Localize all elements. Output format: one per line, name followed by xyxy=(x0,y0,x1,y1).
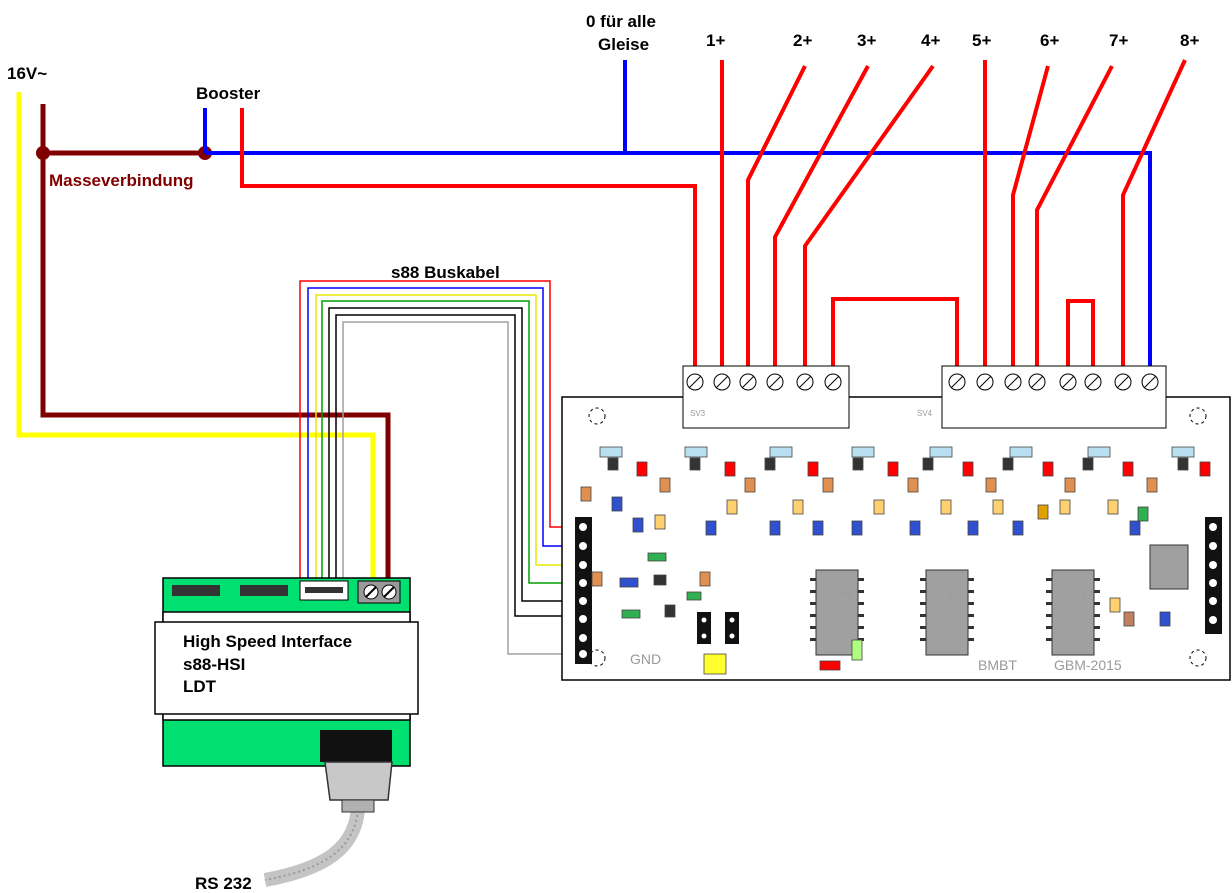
terminal-block-left xyxy=(682,365,850,429)
interface-model: s88-HSI xyxy=(183,655,245,674)
svg-text:IC2: IC2 xyxy=(840,590,853,599)
svg-text:SV4: SV4 xyxy=(917,409,933,418)
interface-box xyxy=(154,577,419,767)
s88-bus-cable xyxy=(299,280,575,655)
jumper-block-2 xyxy=(725,612,739,644)
board-maker: BMBT xyxy=(978,657,1017,673)
track-4-wire xyxy=(803,64,935,370)
ic-3 xyxy=(1051,569,1095,656)
ground-link-label: Masseverbindung xyxy=(49,171,194,190)
jumper-left xyxy=(831,297,959,370)
connector-strip-2 xyxy=(240,585,288,596)
interface-maker: LDT xyxy=(183,677,217,696)
track-label-5: 5+ xyxy=(972,31,991,50)
bus-cable-label: s88 Buskabel xyxy=(391,263,500,282)
track-3-wire xyxy=(773,65,870,370)
track-label-6: 6+ xyxy=(1040,31,1059,50)
zero-label-line1: 0 für alle xyxy=(586,12,656,31)
svg-text:IC3: IC3 xyxy=(1073,590,1086,599)
track-label-8: 8+ xyxy=(1180,31,1199,50)
zero-label-line2: Gleise xyxy=(598,35,649,54)
track-7-wire xyxy=(1035,65,1114,370)
ic-4 xyxy=(1149,544,1189,590)
track-label-7: 7+ xyxy=(1109,31,1128,50)
track-6-wire xyxy=(1011,65,1050,370)
common-zero-wire xyxy=(205,151,1152,370)
track-label-4: 4+ xyxy=(921,31,940,50)
jumper-right xyxy=(1066,299,1095,370)
svg-text:IC1: IC1 xyxy=(950,590,963,599)
ic-1 xyxy=(815,569,859,656)
track-label-3: 3+ xyxy=(857,31,876,50)
feedback-module-board: SV3 SV4 IC2 IC1 IC3 xyxy=(561,365,1231,681)
interface-title: High Speed Interface xyxy=(183,632,352,651)
track-label-2: 2+ xyxy=(793,31,812,50)
serial-port xyxy=(320,730,392,762)
booster-label: Booster xyxy=(196,84,261,103)
track-label-1: 1+ xyxy=(706,31,725,50)
terminal-block-right xyxy=(941,365,1167,429)
db-plug xyxy=(324,761,393,801)
track-8-wire xyxy=(1121,59,1187,370)
s88-input-header xyxy=(575,517,592,664)
board-gnd-label: GND xyxy=(630,651,661,667)
ground-wire-brown xyxy=(40,104,391,582)
supply-wire-yellow xyxy=(16,92,376,582)
booster-red-wire xyxy=(240,108,697,370)
rs232-label: RS 232 xyxy=(195,874,252,893)
board-model: GBM-2015 xyxy=(1054,657,1122,673)
jumper-block-1 xyxy=(697,612,711,644)
track-2-wire xyxy=(746,65,807,370)
smd-components xyxy=(580,446,1211,675)
ground-node-left xyxy=(36,146,50,160)
ic-2 xyxy=(925,569,969,656)
connector-strip-1 xyxy=(172,585,220,596)
supply-label: 16V~ xyxy=(7,64,47,83)
svg-text:SV3: SV3 xyxy=(690,409,706,418)
